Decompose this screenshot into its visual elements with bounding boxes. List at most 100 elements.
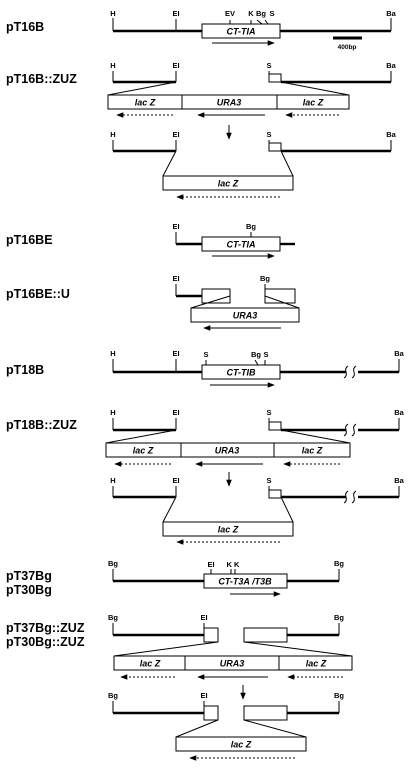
gene-label-ura3: URA3: [220, 659, 245, 669]
site-label-EI: EI: [172, 130, 179, 139]
site-label-Bg: Bg: [108, 613, 118, 622]
site-label-EI: EI: [172, 408, 179, 417]
cassette-box: [107, 94, 350, 110]
construct-label-pT16B-ZUZ: pT16B::ZUZ: [6, 72, 77, 86]
gene-label-ct-t1b: CT-TIB: [227, 368, 256, 378]
insert-flare: [175, 719, 219, 738]
site-label-EI: EI: [200, 691, 207, 700]
construct-label-pT16BE: pT16BE: [6, 233, 53, 247]
gene-fragment: [201, 288, 231, 304]
site-tick: [256, 19, 263, 25]
map-pT18B: [112, 359, 400, 388]
cassette-box: [113, 655, 353, 671]
site-label-EI: EI: [172, 222, 179, 231]
gene-label-ct-t1a: CT-TIA: [227, 27, 256, 37]
insert-flare: [162, 150, 177, 177]
site-label-H: H: [110, 476, 115, 485]
site-label-Bg: Bg: [256, 9, 266, 18]
map-pT16B-ZUZ-recombined: [112, 140, 392, 200]
site-label-S: S: [263, 350, 268, 359]
site-label-K: K: [248, 9, 254, 18]
site-label-Bg: Bg: [334, 559, 344, 568]
site-label-EI: EI: [172, 476, 179, 485]
site-label-H: H: [110, 9, 115, 18]
site-label-Ba: Ba: [386, 9, 396, 18]
insert-flare: [190, 295, 231, 309]
gene-label-lacz: lac Z: [133, 446, 154, 456]
map-pT18B-ZUZ-recombined: [112, 486, 400, 545]
break-mark: [343, 365, 349, 379]
site-label-Ba: Ba: [394, 476, 404, 485]
site-label-S: S: [266, 61, 271, 70]
cassette-box: [162, 175, 294, 191]
gene-label-lacz: lac Z: [218, 179, 239, 189]
construct-label-pT37Bg-pT30Bg-ZUZ: pT37Bg::ZUZ pT30Bg::ZUZ: [6, 621, 85, 649]
map-pT18B-ZUZ: [105, 418, 400, 467]
site-label-S: S: [203, 350, 208, 359]
site-label-EI: EI: [172, 274, 179, 283]
map-pT37Bg-ZUZ-recombined: [112, 701, 340, 761]
site-label-S: S: [269, 9, 274, 18]
construct-label-pT37Bg-pT30Bg: pT37Bg pT30Bg: [6, 569, 52, 597]
gene-box-ct-t1a: [201, 23, 281, 39]
cassette-box: [175, 736, 307, 752]
gene-fragment: [243, 705, 288, 721]
gene-box-ct-t3: [203, 573, 288, 589]
site-label-H: H: [110, 130, 115, 139]
break-mark: [351, 423, 357, 437]
gene-fragment: [268, 142, 282, 152]
insert-flare: [264, 295, 300, 309]
map-pT37Bg: [112, 569, 340, 597]
site-label-S: S: [266, 130, 271, 139]
site-label-EI: EI: [172, 61, 179, 70]
site-tick: [254, 359, 259, 366]
site-label-H: H: [110, 349, 115, 358]
break-mark: [343, 490, 349, 504]
site-label-Bg: Bg: [334, 691, 344, 700]
site-label-Bg: Bg: [334, 613, 344, 622]
map-pT16B: [112, 18, 392, 46]
insert-flare: [243, 719, 307, 738]
gene-label-lacz: lac Z: [140, 659, 161, 669]
gene-label-lacz: lac Z: [302, 446, 323, 456]
construct-label-pT16BE-U: pT16BE::U: [6, 287, 70, 301]
gene-fragment: [243, 627, 288, 643]
map-pT37Bg-ZUZ: [112, 623, 353, 680]
site-label-Bg: Bg: [260, 274, 270, 283]
site-label-S: S: [266, 476, 271, 485]
site-label-Bg: Bg: [108, 691, 118, 700]
site-label-EI: EI: [207, 560, 214, 569]
site-label-H: H: [110, 61, 115, 70]
gene-fragment: [268, 73, 282, 83]
cassette-box: [105, 442, 351, 458]
site-label-Bg: Bg: [246, 222, 256, 231]
construct-label-pT18B-ZUZ: pT18B::ZUZ: [6, 418, 77, 432]
break-mark: [343, 423, 349, 437]
scale-bar-label: 400bp: [338, 44, 357, 51]
insert-flare: [280, 429, 351, 444]
site-label-H: H: [110, 408, 115, 417]
site-label-Bg: Bg: [108, 559, 118, 568]
gene-label-lacz: lac Z: [303, 98, 324, 108]
insert-flare: [280, 496, 294, 523]
gene-box-ct-t1a: [201, 236, 281, 252]
site-label-S: S: [266, 408, 271, 417]
insert-flare: [105, 429, 177, 444]
site-label-Ba: Ba: [386, 61, 396, 70]
gene-label-ct-t3: CT-T3A /T3B: [218, 577, 272, 587]
insert-flare: [280, 150, 294, 177]
gene-label-ura3: URA3: [215, 446, 240, 456]
gene-fragment: [268, 421, 282, 431]
break-mark: [351, 490, 357, 504]
site-label-Ba: Ba: [394, 408, 404, 417]
cassette-box: [190, 307, 300, 323]
site-label-Ba: Ba: [394, 349, 404, 358]
cassette-box: [162, 521, 294, 537]
site-label-Ba: Ba: [386, 130, 396, 139]
gene-label-lacz: lac Z: [135, 98, 156, 108]
gene-label-lacz: lac Z: [306, 659, 327, 669]
insert-flare: [113, 641, 219, 657]
gene-label-ura3: URA3: [217, 98, 242, 108]
